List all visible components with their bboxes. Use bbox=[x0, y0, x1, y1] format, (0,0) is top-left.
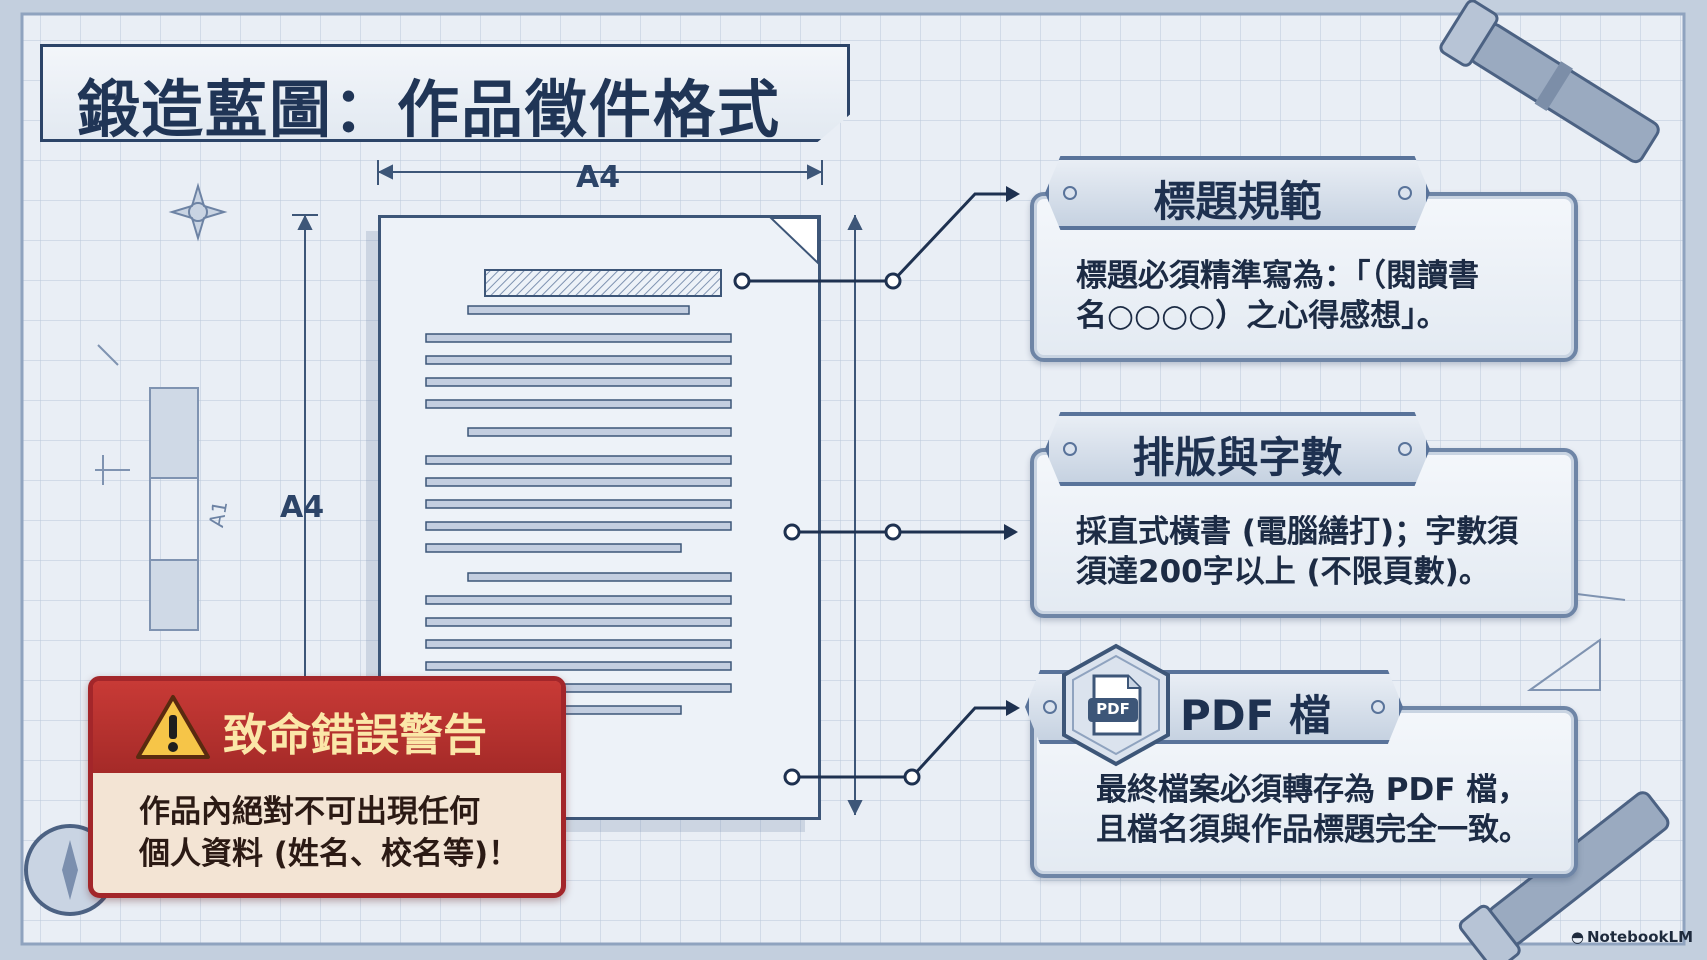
notebooklm-logo-icon: ◓ bbox=[1570, 928, 1584, 946]
title-banner: 鍛造藍圖：作品徵件格式 bbox=[40, 44, 850, 142]
document-text-line bbox=[425, 333, 732, 343]
layout-wordcount-title: 排版與字數 bbox=[1132, 433, 1343, 482]
document-text-line bbox=[425, 595, 732, 605]
document-text-line bbox=[425, 355, 732, 365]
document-title-line bbox=[484, 269, 722, 297]
page-corner-fold bbox=[769, 218, 818, 265]
document-text-line bbox=[467, 427, 732, 437]
warning-body: 作品內絕對不可出現任何 個人資料 (姓名、校名等)！ bbox=[139, 794, 520, 872]
layout-wordcount-header bbox=[1045, 412, 1430, 486]
spyglass-icon bbox=[1458, 791, 1670, 960]
title-rule-title: 標題規範 bbox=[1153, 177, 1322, 226]
pdf-file-body: 最終檔案必須轉存為 PDF 檔， 且檔名須與作品標題完全一致。 bbox=[1096, 772, 1530, 848]
warning-title: 致命錯誤警告 bbox=[223, 710, 487, 761]
fatal-error-warning: 致命錯誤警告 作品內絕對不可出現任何 個人資料 (姓名、校名等)！ bbox=[88, 676, 566, 898]
title-rule-body: 標題必須精準寫為：「（閱讀書 名○○○○）之心得感想」。 bbox=[1076, 258, 1479, 334]
pdf-file-icon bbox=[1088, 674, 1142, 736]
spyglass-icon bbox=[1439, 0, 1660, 164]
document-text-line bbox=[425, 499, 732, 509]
layout-wordcount-body: 採直式橫書 (電腦繕打)；字數須 須達200字以上 (不限頁數)。 bbox=[1076, 514, 1519, 590]
document-text-line bbox=[425, 521, 732, 531]
document-text-lines bbox=[425, 218, 818, 715]
width-dimension-label: A4 bbox=[576, 160, 621, 195]
document-text-line bbox=[425, 477, 732, 487]
title-rule-header bbox=[1045, 156, 1430, 230]
document-text-line bbox=[425, 543, 682, 553]
warning-triangle-icon bbox=[136, 695, 210, 759]
document-text-line bbox=[467, 572, 732, 582]
document-text-line bbox=[425, 377, 732, 387]
document-text-line bbox=[425, 617, 732, 627]
document-text-line bbox=[425, 639, 732, 649]
pdf-hexagon-badge bbox=[1062, 643, 1170, 767]
sketch-marks bbox=[95, 344, 1626, 691]
brand-label: NotebookLM bbox=[1586, 928, 1693, 946]
a4-document-sheet bbox=[363, 215, 821, 830]
page-title: 鍛造藍圖：作品徵件格式 bbox=[77, 73, 782, 146]
pdf-icon-label: PDF bbox=[1096, 700, 1130, 718]
document-text-line bbox=[425, 455, 732, 465]
notebooklm-brand: ◓NotebookLM bbox=[1571, 928, 1693, 946]
document-text-line bbox=[425, 661, 732, 671]
pdf-file-title: PDF 檔 bbox=[1180, 691, 1331, 740]
document-text-line bbox=[425, 399, 732, 409]
document-text-line bbox=[467, 305, 690, 315]
height-dimension-label: A4 bbox=[280, 490, 325, 525]
compass-rose-icon bbox=[168, 182, 228, 242]
